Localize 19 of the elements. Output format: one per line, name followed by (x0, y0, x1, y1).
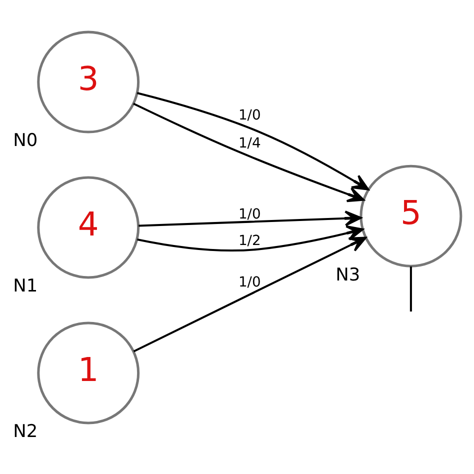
node-label: N1 (13, 276, 38, 297)
arrow (133, 236, 366, 352)
node-circle: 3 (37, 30, 140, 134)
edge-label: 1/0 (238, 274, 261, 291)
edge-label: 1/4 (238, 136, 261, 152)
node-label: N2 (13, 422, 38, 442)
edge-label: 1/0 (238, 206, 261, 222)
node-label: N3 (336, 265, 360, 286)
node-circle: 1 (37, 322, 140, 424)
edge-label: 1/2 (238, 232, 261, 249)
node-label: N0 (13, 131, 38, 152)
node-circle: 5 (360, 164, 462, 268)
arrow (133, 102, 364, 202)
node-circle: 4 (37, 176, 140, 279)
arrow (138, 210, 362, 227)
arrow (137, 225, 364, 252)
edge-label: 1/0 (238, 108, 261, 124)
connector (410, 266, 412, 312)
arrow (136, 92, 370, 190)
